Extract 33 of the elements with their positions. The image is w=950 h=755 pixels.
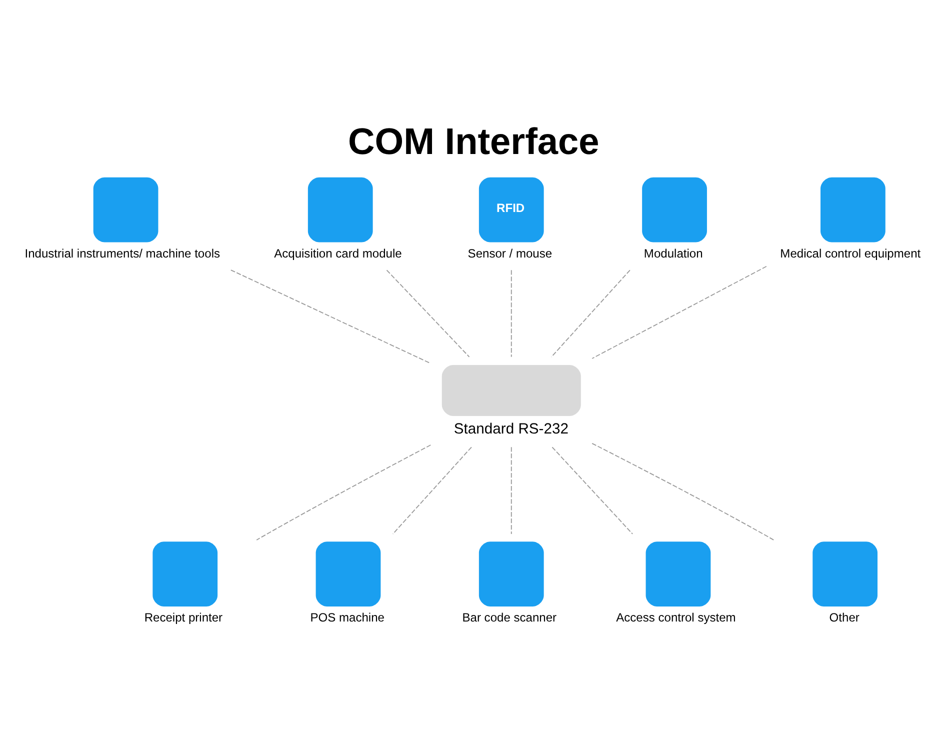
node-box: [308, 176, 373, 242]
connector: [552, 446, 633, 534]
node-box: [812, 541, 878, 606]
connector: [256, 444, 432, 540]
node-label: Industrial instruments/ machine tools: [24, 246, 220, 260]
node-label: Access control system: [616, 610, 736, 624]
diagram-title: COM Interface: [348, 120, 600, 162]
node-label: Bar code scanner: [462, 610, 557, 624]
node-label: Modulation: [644, 246, 703, 260]
node-box: [442, 364, 581, 416]
node-box: [316, 541, 381, 606]
connector: [550, 269, 630, 357]
node-box: [93, 176, 158, 242]
connector: [592, 442, 774, 540]
node-label: Acquisition card module: [274, 246, 402, 260]
connector: [510, 269, 512, 357]
node-label: Medical control equipment: [780, 246, 921, 260]
node-label: Sensor / mouse: [468, 246, 552, 260]
node-label: Receipt printer: [144, 610, 223, 624]
node-box: RFID: [478, 176, 544, 242]
node-box: [478, 541, 544, 606]
node-label: Other: [829, 610, 860, 624]
connector: [592, 265, 767, 358]
connector: [392, 446, 472, 534]
connector: [386, 269, 470, 357]
node-box: [646, 541, 711, 606]
connector: [230, 269, 431, 364]
node-box: [642, 176, 707, 242]
node-label: POS machine: [310, 610, 384, 624]
node-label: Standard RS-232: [454, 420, 568, 437]
connector: [510, 446, 512, 534]
node-box: [152, 541, 218, 606]
node-box: [820, 176, 886, 242]
